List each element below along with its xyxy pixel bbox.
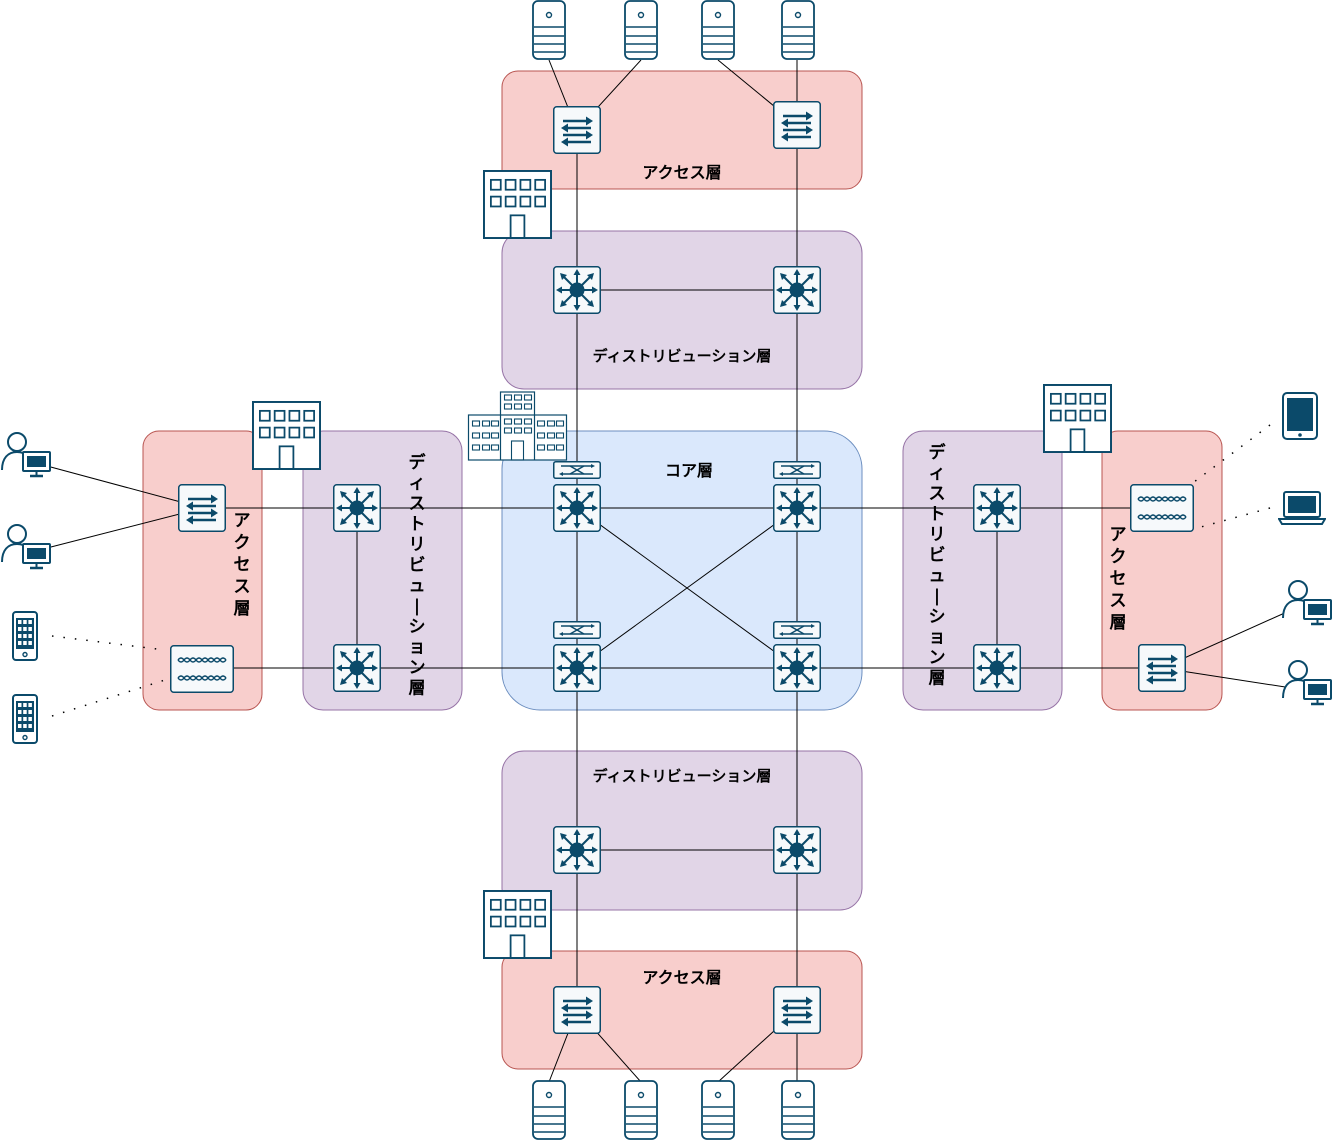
server-icon	[624, 0, 658, 60]
user-pc-icon[interactable]	[1281, 580, 1333, 626]
tablet-icon[interactable]	[1282, 392, 1318, 440]
wireless-ap-icon[interactable]	[170, 645, 234, 693]
layer-zones	[142, 70, 1223, 1070]
wireless-ap-icon[interactable]	[1130, 484, 1194, 532]
l2-switch-icon[interactable]	[773, 101, 821, 149]
l3-switch-icon[interactable]	[553, 484, 601, 532]
zone-access-bottom	[501, 950, 863, 1070]
server-icon	[701, 0, 735, 60]
laptop-icon[interactable]	[1278, 491, 1326, 525]
wireless-links	[51, 424, 1271, 717]
building-icon	[252, 401, 321, 470]
smartphone-icon[interactable]	[12, 694, 38, 744]
l2-switch-icon[interactable]	[1138, 644, 1186, 692]
l3-switch-icon[interactable]	[973, 644, 1021, 692]
label-access-right: アクセス層	[1110, 525, 1127, 633]
label-distribution-top: ディストリビューション層	[593, 347, 772, 365]
l3-switch-icon[interactable]	[773, 826, 821, 874]
l3-switch-icon[interactable]	[773, 484, 821, 532]
building-icon	[483, 890, 552, 959]
layer-labels: アクセス層 ディストリビューション層 コア層 ディストリビューション層 アクセス…	[234, 163, 1127, 987]
zone-access-top	[501, 70, 863, 190]
l3-switch-icon[interactable]	[973, 484, 1021, 532]
server-icon	[781, 1080, 815, 1140]
server-icon	[532, 1080, 566, 1140]
l3-switch-icon[interactable]	[333, 644, 381, 692]
label-distribution-left: ディストリビュ|ション層	[409, 452, 427, 699]
server-icon	[532, 0, 566, 60]
user-pc-icon[interactable]	[1281, 660, 1333, 706]
server-icon	[624, 1080, 658, 1140]
l2-switch-icon[interactable]	[553, 106, 601, 154]
label-core: コア層	[665, 461, 713, 480]
campus-icon	[467, 391, 568, 461]
smartphone-icon[interactable]	[12, 611, 38, 661]
server-icon	[781, 0, 815, 60]
user-pc-icon[interactable]	[0, 432, 52, 478]
atm-switch-icon[interactable]	[553, 621, 601, 639]
zone-access-left	[142, 430, 263, 711]
l3-switch-icon[interactable]	[553, 644, 601, 692]
user-pc-icon[interactable]	[0, 524, 52, 570]
l3-switch-icon[interactable]	[333, 484, 381, 532]
building-icon	[483, 170, 552, 239]
l3-switch-icon[interactable]	[773, 644, 821, 692]
l3-switch-icon[interactable]	[553, 266, 601, 314]
atm-switch-icon[interactable]	[773, 621, 821, 639]
l2-switch-icon[interactable]	[773, 986, 821, 1034]
atm-switch-icon[interactable]	[773, 461, 821, 479]
label-access-left: アクセス層	[234, 511, 251, 619]
building-icon	[1043, 384, 1112, 453]
label-distribution-bottom: ディストリビューション層	[593, 767, 772, 785]
atm-switch-icon[interactable]	[553, 461, 601, 479]
server-icon	[701, 1080, 735, 1140]
label-distribution-right: ディストリビュ|ション層	[929, 442, 947, 689]
zone-distribution-right	[902, 430, 1063, 711]
l2-switch-icon[interactable]	[553, 986, 601, 1034]
l3-switch-icon[interactable]	[553, 826, 601, 874]
label-access-bottom: アクセス層	[642, 968, 721, 987]
l3-switch-icon[interactable]	[773, 266, 821, 314]
label-access-top: アクセス層	[642, 163, 721, 182]
l2-switch-icon[interactable]	[178, 484, 226, 532]
